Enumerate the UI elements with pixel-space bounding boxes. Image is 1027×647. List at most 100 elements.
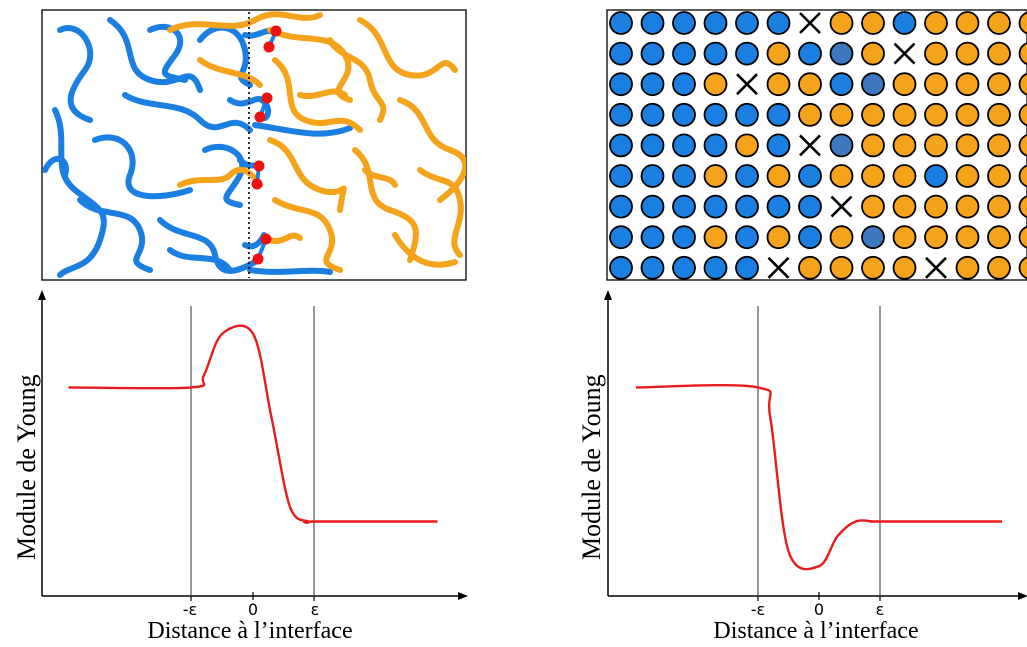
particle-orange bbox=[924, 225, 948, 250]
y-axis-label-right: Module de Young bbox=[577, 374, 606, 560]
particle-orange bbox=[955, 11, 980, 35]
particle-blue bbox=[672, 102, 696, 127]
tick-epsilon-right: ε bbox=[875, 600, 885, 619]
x-axis-arrow bbox=[1018, 592, 1027, 600]
particle-blue bbox=[829, 72, 854, 97]
tick-zero-right: 0 bbox=[813, 600, 825, 619]
vacancy-cross-icon bbox=[830, 195, 853, 218]
young-modulus-curve bbox=[635, 383, 1002, 571]
particle-orange bbox=[861, 164, 885, 188]
crosslink-node bbox=[260, 233, 272, 245]
particle-orange bbox=[829, 11, 854, 35]
particle-blue bbox=[735, 41, 759, 66]
particle-orange bbox=[735, 133, 759, 158]
particle-orange bbox=[1018, 134, 1027, 157]
tick-minus-epsilon-left: -ε bbox=[182, 600, 198, 619]
particle-orange bbox=[1018, 225, 1027, 249]
particle-orange bbox=[955, 133, 980, 158]
polymer-schematic bbox=[41, 9, 467, 281]
particle-orange bbox=[766, 164, 791, 188]
particle-orange bbox=[798, 102, 822, 127]
particle-blue bbox=[609, 225, 633, 250]
particle-orange bbox=[1018, 256, 1027, 280]
particle-orange bbox=[861, 11, 885, 35]
particle-blue bbox=[672, 11, 696, 35]
vacancy-cross-icon bbox=[925, 256, 947, 279]
particle-orange bbox=[892, 102, 917, 127]
particle-orange bbox=[892, 225, 917, 250]
particle-blue bbox=[609, 255, 633, 280]
crosslink-node bbox=[252, 253, 264, 265]
particle-orange bbox=[703, 225, 728, 250]
particle-orange bbox=[861, 102, 885, 127]
particle-orange bbox=[987, 133, 1011, 158]
particle-orange bbox=[955, 194, 980, 219]
particle-blue bbox=[798, 194, 822, 219]
y-axis-arrow bbox=[604, 290, 612, 300]
particle-orange bbox=[766, 41, 791, 66]
x-axis-label-right: Distance à l’interface bbox=[713, 618, 919, 644]
particle-orange bbox=[1018, 42, 1027, 65]
particle-orange bbox=[892, 133, 917, 158]
particle-orange bbox=[987, 164, 1011, 188]
particle-blue bbox=[703, 194, 728, 219]
particle-blue bbox=[609, 72, 633, 97]
particle-orange bbox=[987, 72, 1011, 97]
chart-right bbox=[604, 290, 1027, 601]
particle-blue bbox=[640, 164, 665, 188]
particle-blue bbox=[609, 194, 633, 219]
particle-blue bbox=[672, 133, 696, 158]
particle-blue bbox=[672, 164, 696, 188]
particle-blue bbox=[892, 11, 917, 35]
particle-orange bbox=[1018, 72, 1027, 96]
particle-orange bbox=[924, 102, 948, 127]
crosslink-node bbox=[251, 178, 263, 190]
particle-blue bbox=[609, 164, 633, 188]
crosslink-node bbox=[270, 25, 282, 37]
particle-mixed bbox=[861, 225, 885, 250]
particle-orange bbox=[829, 102, 854, 127]
particle-blue bbox=[703, 11, 728, 35]
y-axis-label-left: Module de Young bbox=[12, 374, 41, 560]
particle-orange bbox=[924, 194, 948, 219]
particle-mixed bbox=[829, 133, 854, 158]
particle-orange bbox=[924, 41, 948, 66]
particle-orange bbox=[955, 41, 980, 66]
tick-epsilon-left: ε bbox=[310, 600, 320, 619]
particle-blue bbox=[672, 194, 696, 219]
particle-blue bbox=[703, 133, 728, 158]
crosslink-bonds bbox=[251, 25, 282, 265]
particle-orange bbox=[703, 72, 728, 97]
particle-schematic bbox=[606, 9, 1027, 281]
particle-orange bbox=[892, 72, 917, 97]
polymer-b-chains bbox=[167, 11, 466, 273]
particle-orange bbox=[955, 225, 980, 250]
particle-orange bbox=[861, 194, 885, 219]
vacancy-cross-icon bbox=[893, 42, 916, 65]
tick-zero-left: 0 bbox=[247, 600, 259, 619]
particle-orange bbox=[1018, 195, 1027, 218]
particle-blue bbox=[766, 11, 791, 35]
particle-blue bbox=[640, 255, 665, 280]
particle-orange bbox=[987, 225, 1011, 250]
vacancy-cross-icon bbox=[736, 73, 758, 96]
particle-blue bbox=[798, 41, 822, 66]
particle-blue bbox=[766, 133, 791, 158]
particle-orange bbox=[924, 72, 948, 97]
particle-blue bbox=[703, 102, 728, 127]
particle-mixed bbox=[829, 41, 854, 66]
crosslink-node bbox=[254, 111, 266, 123]
vacancy-cross-icon bbox=[767, 256, 790, 279]
particle-blue bbox=[766, 102, 791, 127]
particle-blue bbox=[640, 41, 665, 66]
particle-blue bbox=[798, 164, 822, 188]
particle-blue bbox=[735, 164, 759, 188]
particle-orange bbox=[924, 11, 948, 35]
x-axis-arrow bbox=[458, 592, 468, 600]
particle-orange bbox=[861, 41, 885, 66]
particle-blue bbox=[735, 255, 759, 280]
crosslink-node bbox=[263, 41, 275, 53]
particle-orange bbox=[955, 164, 980, 188]
particle-blue bbox=[609, 102, 633, 127]
